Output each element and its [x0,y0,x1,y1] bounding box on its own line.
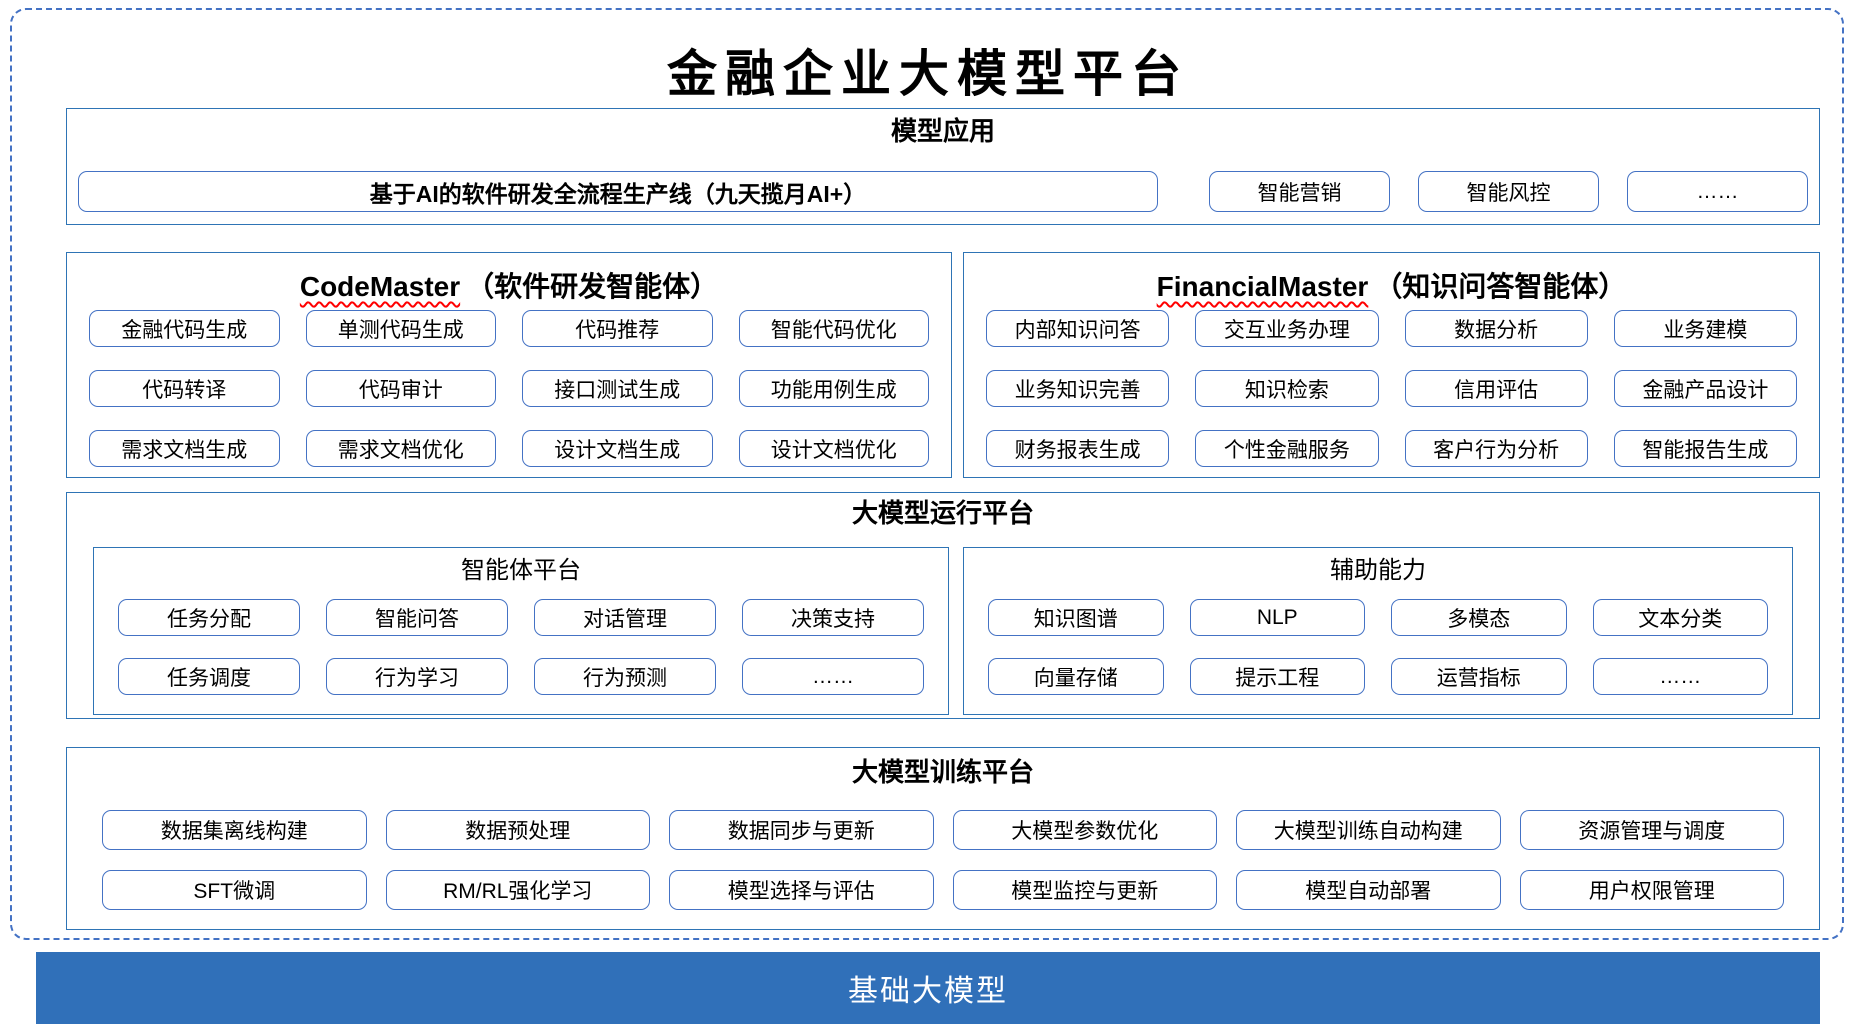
application-box: …… [1627,171,1808,212]
capability-box: SFT微调 [102,870,367,910]
capability-box: 信用评估 [1404,370,1588,407]
capability-box: 行为预测 [534,658,716,695]
capability-box: 知识图谱 [988,599,1164,636]
application-box: 智能营销 [1209,171,1390,212]
financialmaster-title-en: FinancialMaster [1156,271,1369,302]
codemaster-header: CodeMaster（软件研发智能体） [89,270,929,304]
subsection-agent-platform: 智能体平台 任务分配智能问答对话管理决策支持任务调度行为学习行为预测 …… [93,547,949,715]
capability-box: …… [742,658,924,695]
capability-box: 需求文档生成 [89,430,280,467]
capability-box: 文本分类 [1592,599,1768,636]
capability-box: 模型自动部署 [1236,870,1501,910]
capability-box: 智能问答 [326,599,508,636]
auxiliary-capabilities-title: 辅助能力 [1330,557,1426,584]
capability-box: 数据集离线构建 [102,810,367,850]
subsection-auxiliary-capabilities: 辅助能力 知识图谱 NLP 多模态文本分类向量存储提示工程运营指标 …… [963,547,1793,715]
capability-box: 交互业务办理 [1195,310,1379,347]
auxiliary-capabilities-grid: 知识图谱 NLP 多模态文本分类向量存储提示工程运营指标 …… [988,599,1768,695]
capability-box: 单测代码生成 [305,310,496,347]
capability-box: 数据分析 [1404,310,1588,347]
capability-box: 向量存储 [988,658,1164,695]
capability-box: 财务报表生成 [986,430,1170,467]
capability-box: RM/RL强化学习 [385,870,650,910]
capability-box: 设计文档生成 [522,430,713,467]
financialmaster-title-zh: （知识问答智能体） [1374,271,1627,302]
capability-box: …… [1592,658,1768,695]
codemaster-grid: 金融代码生成单测代码生成代码推荐智能代码优化代码转译代码审计接口测试生成功能用例… [89,310,929,467]
ai-pipeline-box: 基于AI的软件研发全流程生产线（九天揽月AI+） [78,171,1158,212]
training-platform-title: 大模型训练平台 [851,757,1034,787]
section-financialmaster: FinancialMaster（知识问答智能体） 内部知识问答交互业务办理数据分… [963,252,1820,478]
capability-box: 大模型参数优化 [952,810,1217,850]
capability-box: 客户行为分析 [1404,430,1588,467]
section-model-applications: 模型应用 基于AI的软件研发全流程生产线（九天揽月AI+） 智能营销智能风控 …… [66,108,1820,225]
agent-platform-title: 智能体平台 [461,557,581,584]
model-applications-title: 模型应用 [890,116,995,146]
capability-box: 多模态 [1391,599,1567,636]
capability-box: 代码转译 [89,370,280,407]
capability-box: 需求文档优化 [305,430,496,467]
capability-box: 数据同步与更新 [669,810,934,850]
capability-box: 接口测试生成 [522,370,713,407]
capability-box: 数据预处理 [385,810,650,850]
capability-box: 资源管理与调度 [1519,810,1784,850]
capability-box: 代码推荐 [522,310,713,347]
codemaster-title-zh: （软件研发智能体） [466,271,719,302]
runtime-platform-row: 智能体平台 任务分配智能问答对话管理决策支持任务调度行为学习行为预测 …… 辅助能… [93,547,1793,715]
capability-box: 智能代码优化 [738,310,929,347]
capability-box: 运营指标 [1391,658,1567,695]
foundation-model-bar: 基础大模型 [36,952,1820,1024]
model-application-items: 智能营销智能风控 …… [1209,171,1808,212]
capability-box: 功能用例生成 [738,370,929,407]
agent-platform-grid: 任务分配智能问答对话管理决策支持任务调度行为学习行为预测 …… [118,599,924,695]
capability-box: 设计文档优化 [738,430,929,467]
capability-box: 行为学习 [326,658,508,695]
capability-box: 金融产品设计 [1613,370,1797,407]
capability-box: 大模型训练自动构建 [1236,810,1501,850]
capability-box: NLP [1189,599,1365,636]
financialmaster-grid: 内部知识问答交互业务办理数据分析业务建模业务知识完善知识检索信用评估金融产品设计… [986,310,1797,467]
capability-box: 内部知识问答 [986,310,1170,347]
capability-box: 知识检索 [1195,370,1379,407]
capability-box: 提示工程 [1189,658,1365,695]
capability-box: 智能报告生成 [1613,430,1797,467]
capability-box: 任务分配 [118,599,300,636]
foundation-model-label: 基础大模型 [848,975,1008,1008]
outer-dashed-border [10,8,1844,940]
training-platform-grid: 数据集离线构建数据预处理数据同步与更新大模型参数优化大模型训练自动构建资源管理与… [89,810,1797,910]
capability-box: 业务建模 [1613,310,1797,347]
section-codemaster: CodeMaster（软件研发智能体） 金融代码生成单测代码生成代码推荐智能代码… [66,252,952,478]
capability-box: 对话管理 [534,599,716,636]
application-box: 智能风控 [1418,171,1599,212]
model-applications-row: 基于AI的软件研发全流程生产线（九天揽月AI+） 智能营销智能风控 …… [67,171,1819,212]
capability-box: 任务调度 [118,658,300,695]
runtime-platform-title: 大模型运行平台 [851,498,1034,528]
financialmaster-header: FinancialMaster（知识问答智能体） [986,270,1797,304]
capability-box: 个性金融服务 [1195,430,1379,467]
capability-box: 模型选择与评估 [669,870,934,910]
section-runtime-platform: 大模型运行平台 智能体平台 任务分配智能问答对话管理决策支持任务调度行为学习行为… [66,492,1820,719]
section-training-platform: 大模型训练平台 数据集离线构建数据预处理数据同步与更新大模型参数优化大模型训练自… [66,747,1820,930]
capability-box: 决策支持 [742,599,924,636]
capability-box: 代码审计 [305,370,496,407]
capability-box: 金融代码生成 [89,310,280,347]
codemaster-title-en: CodeMaster [299,271,461,302]
capability-box: 用户权限管理 [1519,870,1784,910]
capability-box: 业务知识完善 [986,370,1170,407]
page-title: 金融企业大模型平台 [667,44,1189,103]
capability-box: 模型监控与更新 [952,870,1217,910]
